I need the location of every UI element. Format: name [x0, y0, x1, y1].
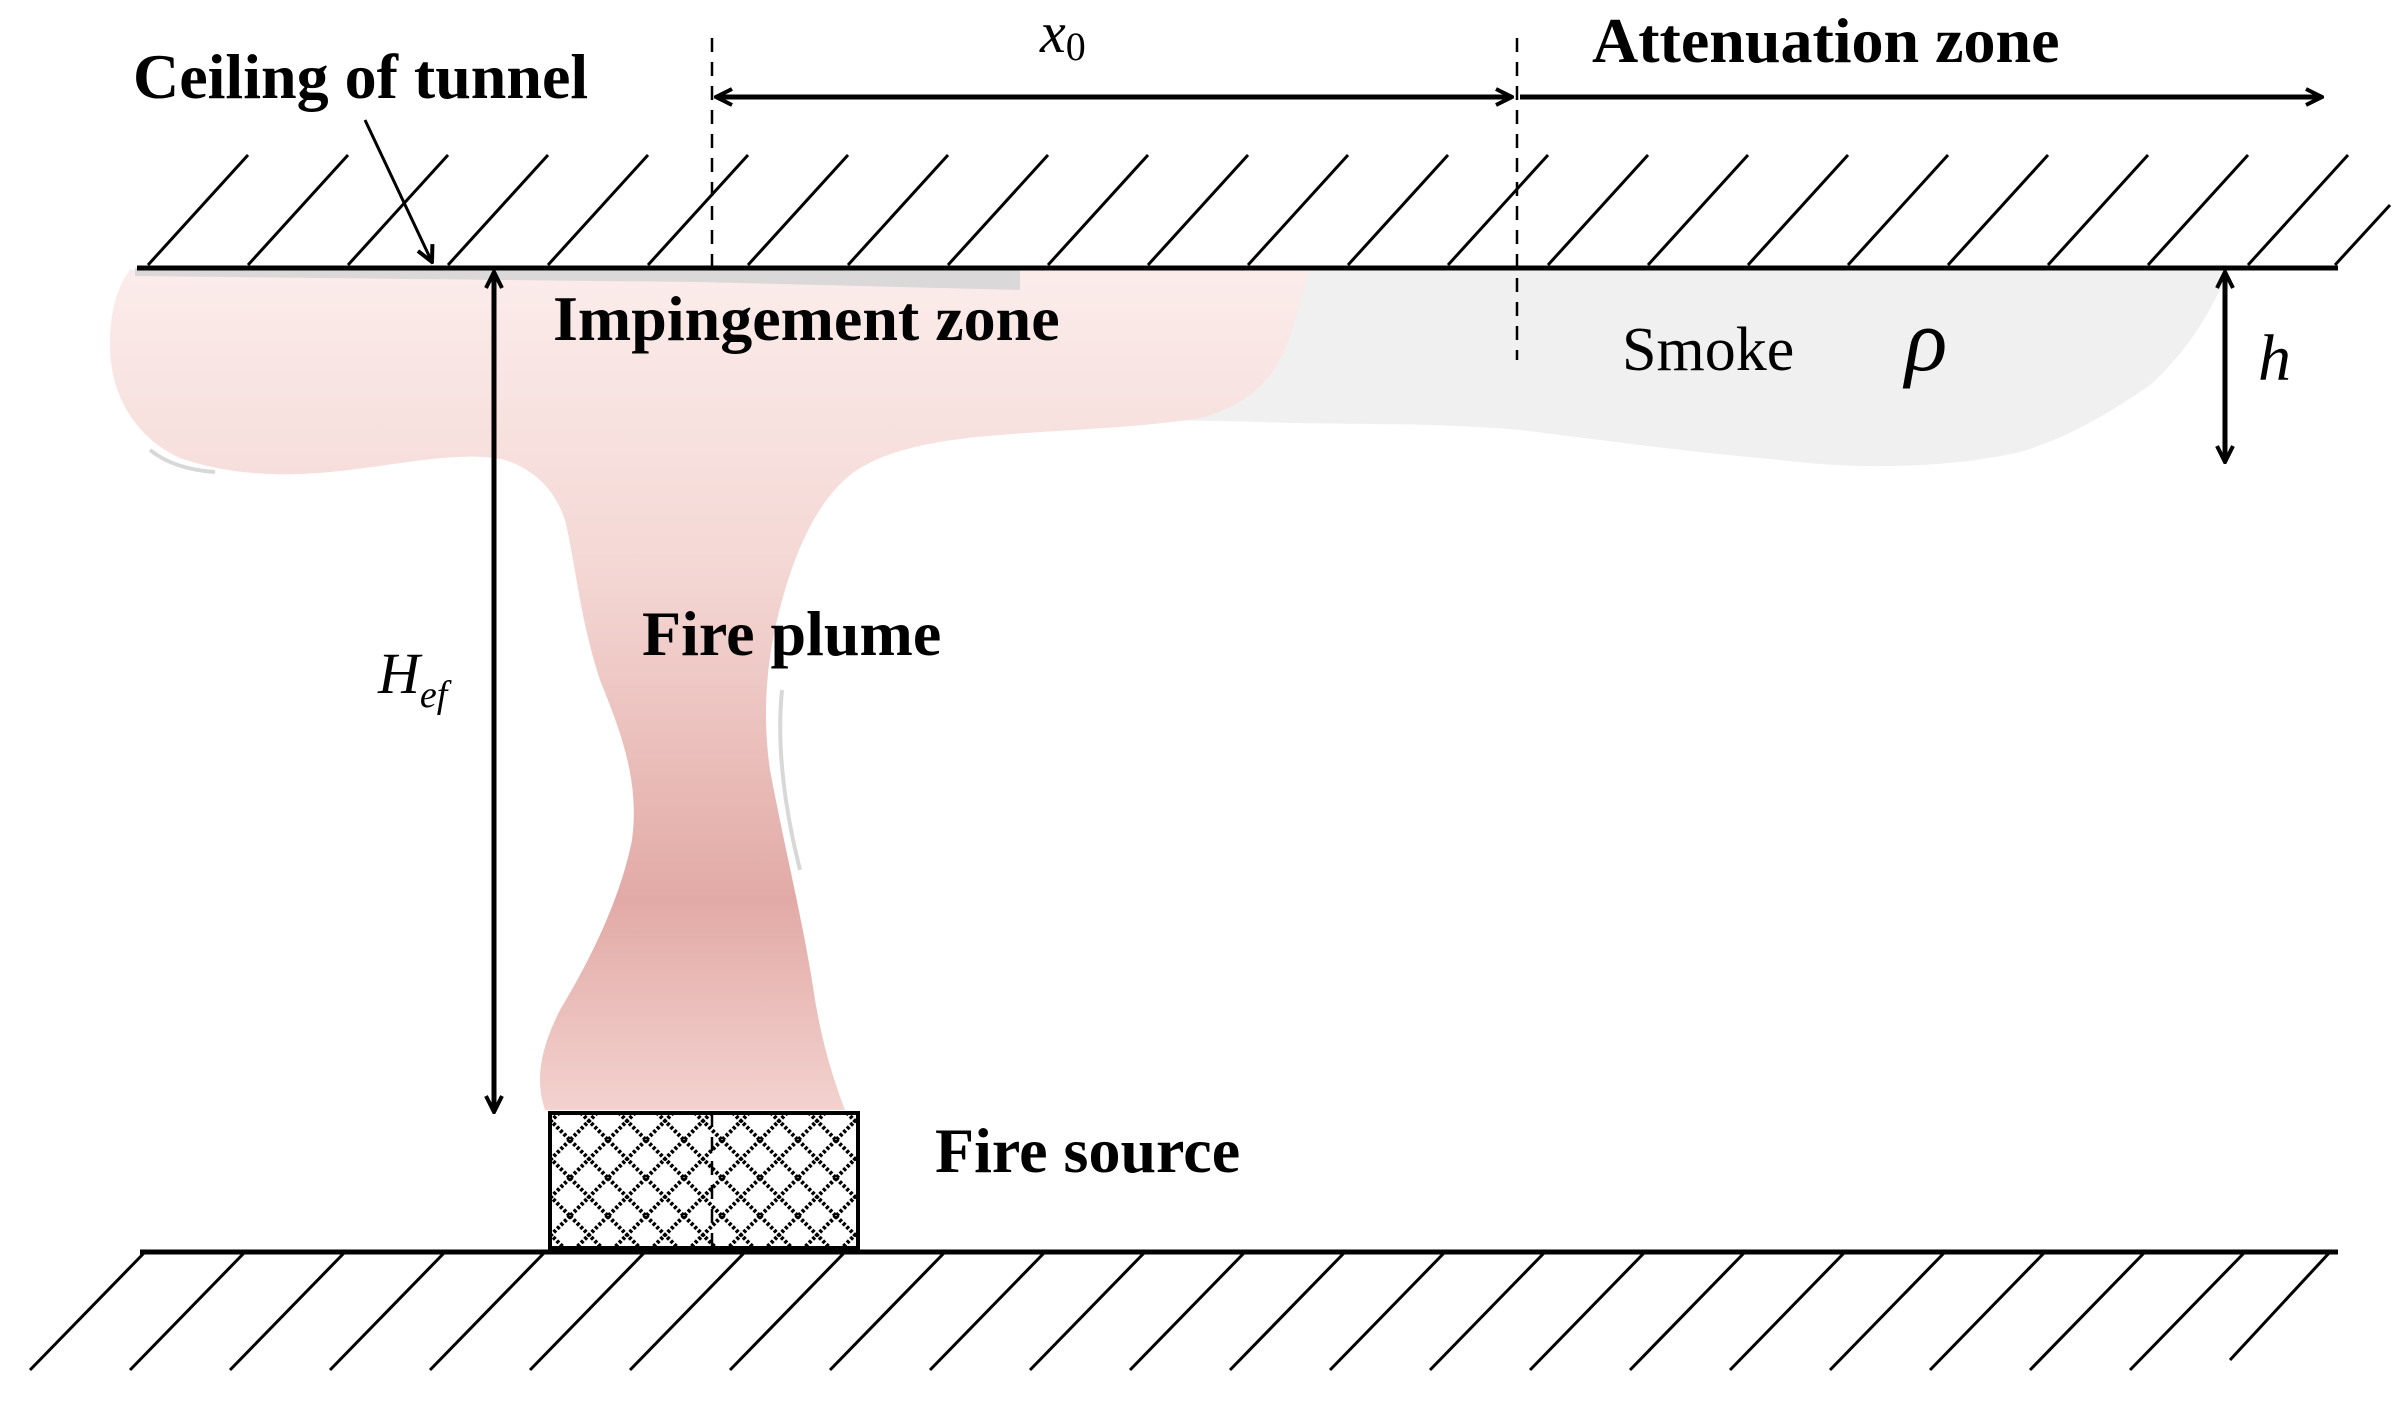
rho-label: ρ [1902, 293, 1947, 390]
smoke-layer [1100, 270, 2230, 467]
impingement-label: Impingement zone [553, 283, 1060, 354]
ceiling-grey-band [135, 268, 1020, 290]
ceiling-label: Ceiling of tunnel [133, 41, 588, 112]
fire-source-label: Fire source [935, 1115, 1240, 1186]
ceiling-leader-arrow [363, 119, 432, 262]
impingement-smoke [110, 270, 1310, 1110]
x0-label: x0 [1039, 0, 1086, 69]
floor-hatching [28, 1250, 2332, 1372]
hef-label: Hef [377, 641, 452, 716]
plume-edge-shadow [778, 689, 802, 871]
h-label: h [2258, 322, 2291, 395]
ceiling-hatching [146, 153, 2392, 267]
fire-source-box [548, 1111, 860, 1250]
head-edge-shadow [148, 448, 216, 474]
fire-plume-label: Fire plume [642, 598, 941, 669]
attenuation-label: Attenuation zone [1592, 5, 2060, 76]
smoke-label: Smoke [1622, 316, 1794, 384]
